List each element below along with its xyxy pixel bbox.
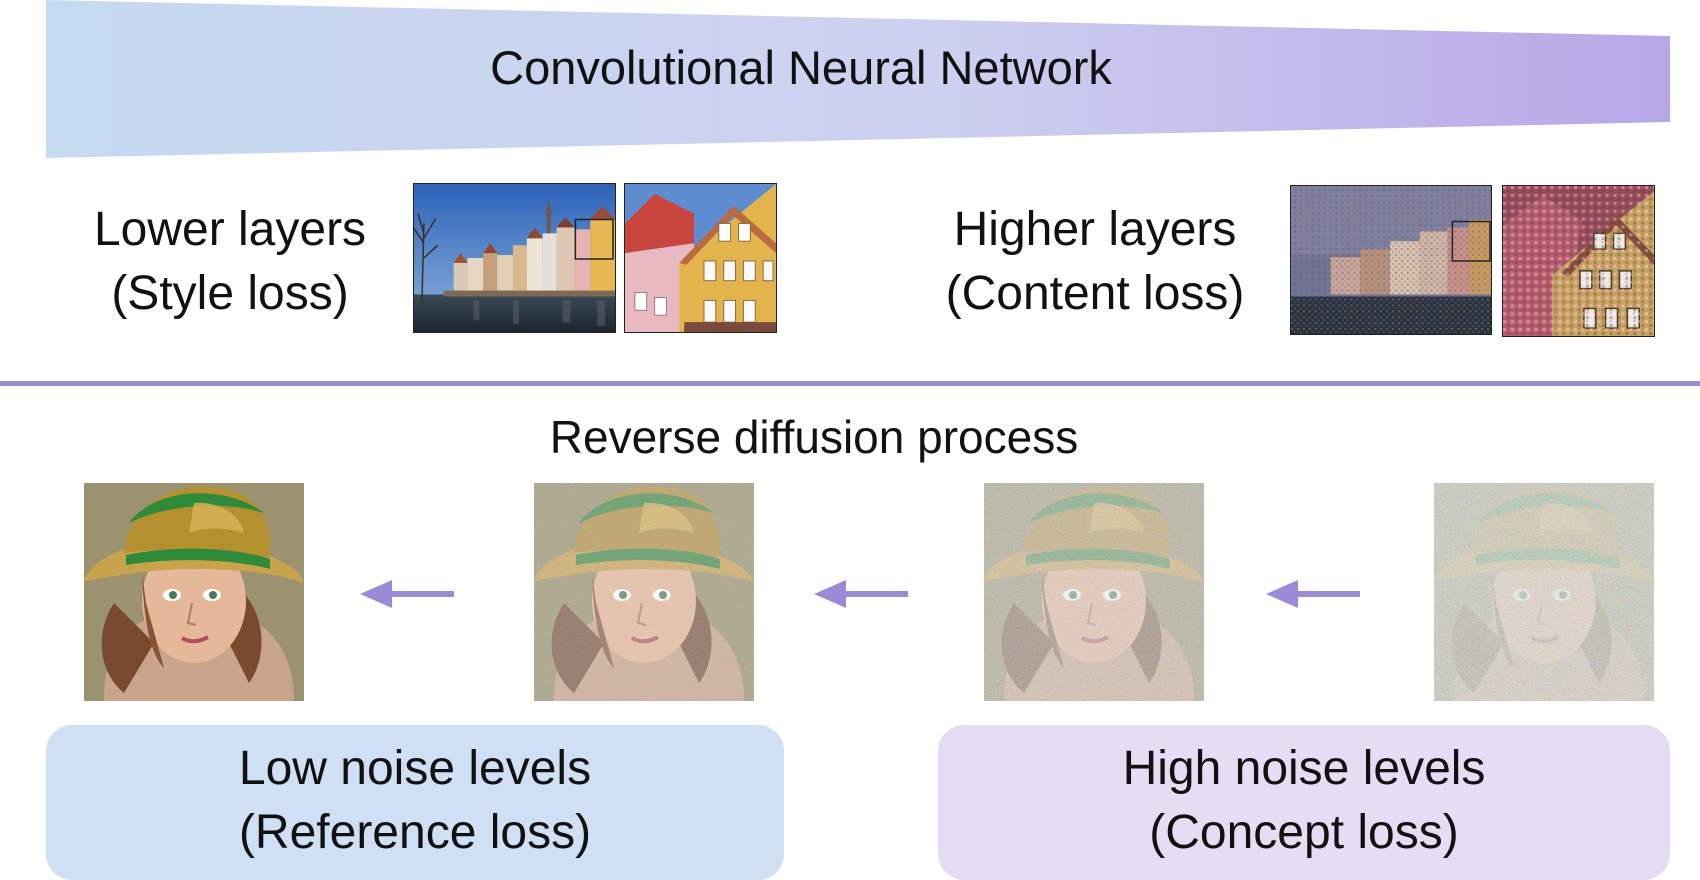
lower-layers-label: Lower layers (Style loss) — [70, 198, 390, 326]
high-noise-box: High noise levels (Concept loss) — [938, 725, 1670, 880]
concept-loss-label: (Concept loss) — [1149, 806, 1459, 859]
townscape-photo — [413, 183, 616, 333]
low-noise-portrait — [534, 483, 754, 701]
left-arrow-icon — [814, 580, 908, 608]
lower-layers-title: Lower layers — [93, 203, 367, 256]
section-divider — [0, 381, 1700, 386]
high-noise-title: High noise levels — [1122, 742, 1486, 795]
cnn-banner — [46, 0, 1670, 158]
clean-portrait — [84, 483, 304, 701]
left-arrow-icon — [360, 580, 454, 608]
left-arrow-icon — [1266, 580, 1360, 608]
higher-layers-label: Higher layers (Content loss) — [920, 198, 1270, 326]
townscape-reconstruction-zoom-crop — [1502, 185, 1655, 337]
low-noise-box: Low noise levels (Reference loss) — [46, 725, 784, 880]
content-loss-label: (Content loss) — [945, 267, 1245, 320]
higher-layers-title: Higher layers — [953, 203, 1237, 256]
style-loss-label: (Style loss) — [111, 267, 349, 320]
reverse-diffusion-title: Reverse diffusion process — [549, 411, 1079, 463]
reference-loss-label: (Reference loss) — [238, 806, 592, 859]
cnn-title: Convolutional Neural Network — [490, 41, 1112, 94]
high-noise-portrait — [1434, 483, 1654, 701]
medium-noise-portrait — [984, 483, 1204, 701]
townscape-reconstruction — [1290, 185, 1492, 335]
low-noise-title: Low noise levels — [238, 742, 592, 795]
townscape-zoom-crop — [624, 183, 777, 333]
